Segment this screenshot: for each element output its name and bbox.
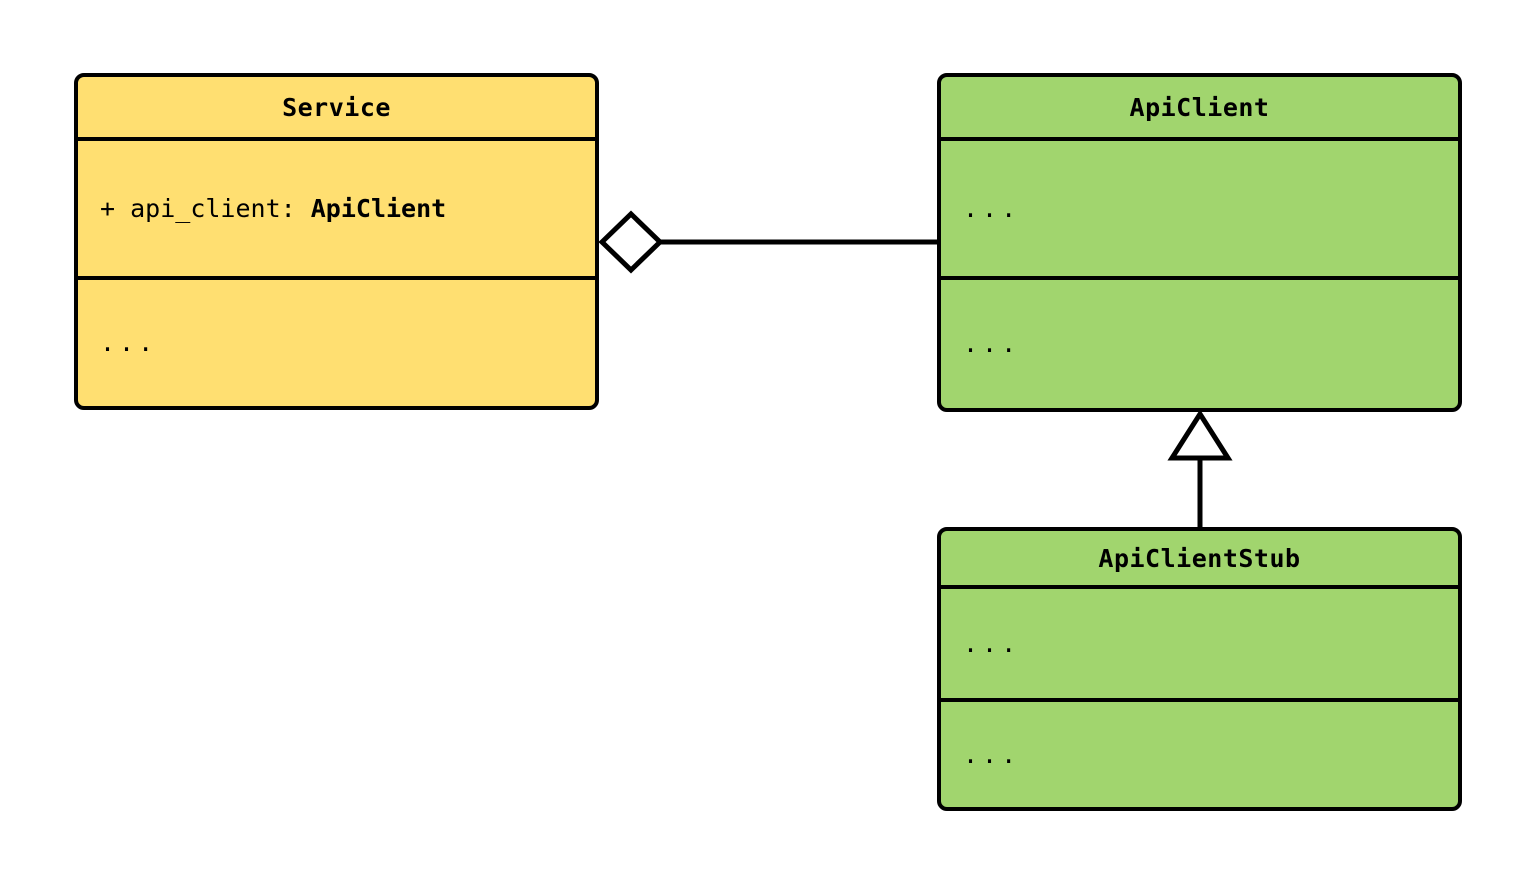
- class-methods-api-client-stub: ...: [941, 697, 1458, 807]
- methods-ellipsis: ...: [963, 739, 1021, 769]
- aggregation-connector-service-to-api-client: [598, 210, 937, 274]
- attribute-visibility-and-name: +: [100, 193, 116, 223]
- attribute-separator: :: [280, 193, 311, 223]
- methods-ellipsis: ...: [963, 329, 1021, 359]
- class-attributes-service: + api_client: ApiClient: [78, 141, 595, 276]
- class-methods-service: ...: [78, 275, 595, 406]
- class-box-api-client[interactable]: ApiClient ... ...: [937, 73, 1462, 412]
- attribute-type: ApiClient: [310, 193, 447, 223]
- class-attributes-api-client: ...: [941, 141, 1458, 276]
- class-title-api-client-stub: ApiClientStub: [941, 531, 1458, 589]
- hollow-triangle-icon: [1167, 409, 1233, 461]
- class-box-service[interactable]: Service + api_client: ApiClient ...: [74, 73, 599, 410]
- hollow-diamond-icon: [598, 210, 664, 274]
- class-methods-api-client: ...: [941, 275, 1458, 408]
- class-title-service: Service: [78, 77, 595, 141]
- methods-ellipsis: ...: [100, 328, 158, 358]
- class-box-api-client-stub[interactable]: ApiClientStub ... ...: [937, 527, 1462, 811]
- attributes-ellipsis: ...: [963, 193, 1021, 223]
- attribute-name: api_client: [130, 193, 281, 223]
- class-title-api-client: ApiClient: [941, 77, 1458, 141]
- class-attributes-api-client-stub: ...: [941, 589, 1458, 698]
- attribute-row-api-client: + api_client: ApiClient: [100, 194, 446, 223]
- attributes-ellipsis: ...: [963, 628, 1021, 658]
- generalization-connector-stub-to-api-client: [1167, 409, 1233, 527]
